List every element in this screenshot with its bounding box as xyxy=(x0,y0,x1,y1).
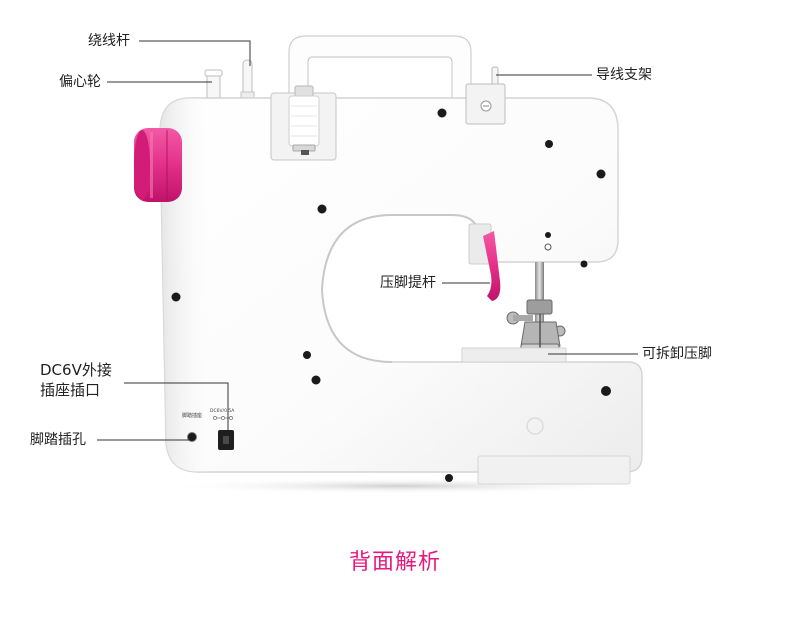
base-drawer xyxy=(477,455,631,485)
screw xyxy=(580,260,588,268)
leader-line-dc-socket xyxy=(124,382,229,430)
label-dc-socket-line1: DC6V外接 xyxy=(40,361,112,379)
label-presser-lever: 压脚提杆 xyxy=(380,275,436,291)
eccentric-wheel-knob xyxy=(204,69,223,103)
leader-line-bobbin-winder xyxy=(139,40,251,66)
screw xyxy=(545,140,553,148)
label-eccentric-wheel: 偏心轮 xyxy=(59,74,101,90)
bobbin-winder-pin xyxy=(240,59,255,103)
label-pedal-jack: 脚踏插孔 xyxy=(30,432,86,448)
screw xyxy=(545,232,551,238)
screw xyxy=(311,375,321,385)
polarity-symbol xyxy=(213,416,233,420)
needle-bar-assembly xyxy=(506,262,566,359)
dc-rating-print: DC6V/0.5A xyxy=(210,408,235,414)
label-thread-guide: 导线支架 xyxy=(596,67,652,83)
thread-guide-bracket xyxy=(465,66,506,125)
screw xyxy=(445,474,453,482)
presser-foot-lever xyxy=(468,223,501,301)
leader-lines xyxy=(97,40,638,441)
label-presser-foot: 可拆卸压脚 xyxy=(642,346,712,362)
screw xyxy=(171,292,181,302)
dc-socket xyxy=(218,430,234,450)
handwheel xyxy=(134,128,182,202)
screw xyxy=(317,204,327,214)
arm-opening-edge xyxy=(320,214,479,363)
figure-caption: 背面解析 xyxy=(348,550,441,575)
label-bobbin-winder: 绕线杆 xyxy=(88,33,130,49)
screw xyxy=(601,386,611,396)
pedal-jack-hole xyxy=(187,432,197,442)
screw xyxy=(596,169,606,179)
screw xyxy=(303,351,311,359)
carry-handle xyxy=(288,35,472,101)
label-dc-socket-line2: 插座插口 xyxy=(40,381,101,399)
spool-holder xyxy=(270,85,337,161)
body-screws xyxy=(171,108,611,482)
logo-ring xyxy=(526,417,544,435)
pedal-socket-print: 脚踏插座 xyxy=(182,412,202,419)
screw xyxy=(437,108,447,118)
needle-plate xyxy=(461,347,567,363)
small-ring xyxy=(544,243,552,251)
